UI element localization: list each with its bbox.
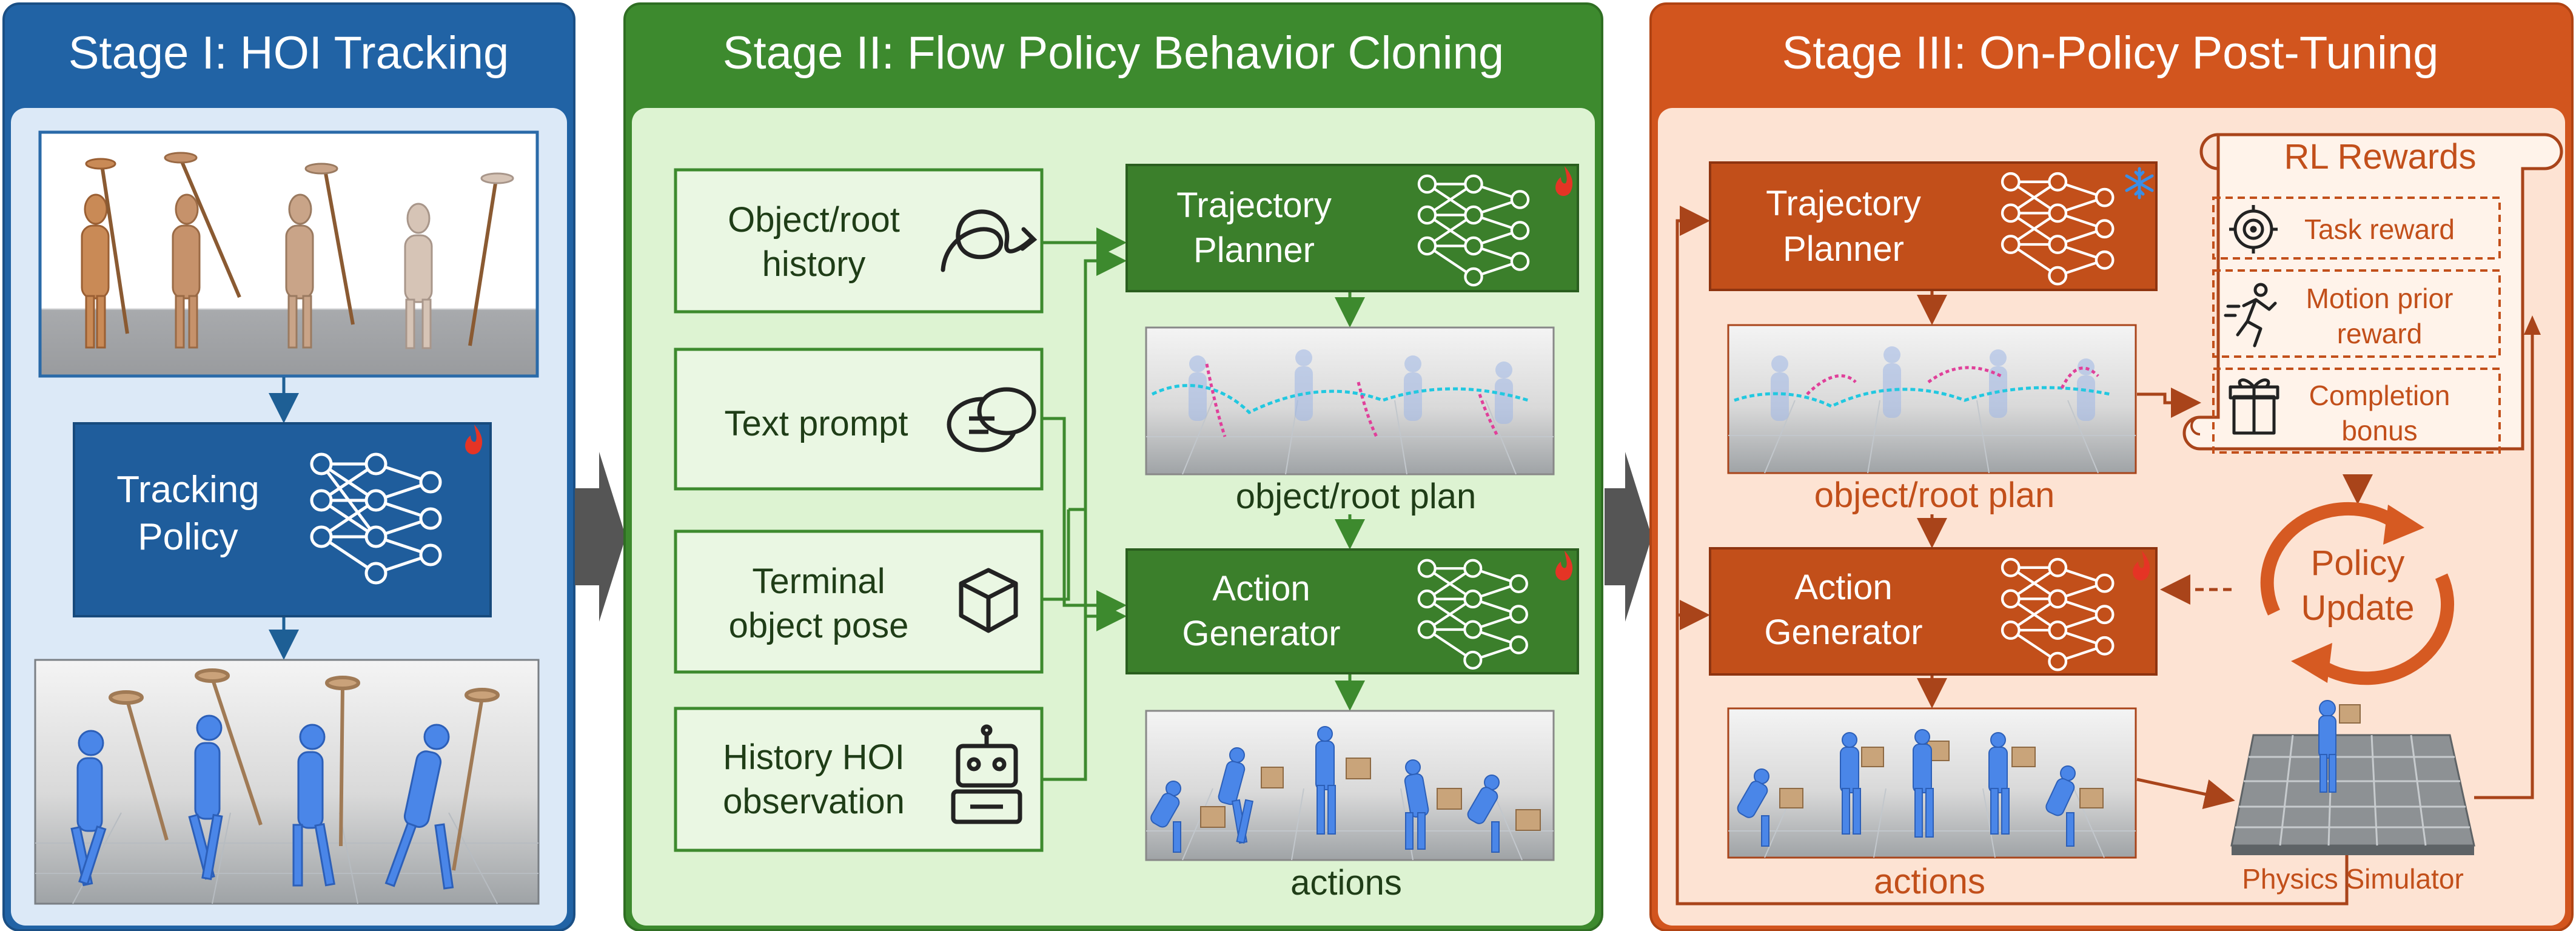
stage2-plan-image — [1145, 326, 1555, 476]
stage3-trajectory-planner-box: Trajectory Planner — [1709, 161, 2158, 291]
stage2-title: Stage II: Flow Policy Behavior Cloning — [723, 27, 1504, 79]
tracking-policy-label-1: Tracking — [116, 469, 259, 511]
tracking-output-image — [34, 659, 540, 905]
trajectory-loop-icon — [941, 209, 1038, 272]
reward-motion-prior: Motion prior reward — [2212, 269, 2501, 358]
chat-bubbles-icon — [947, 387, 1036, 452]
stage3-plan-image — [1727, 324, 2137, 474]
cube-icon — [959, 568, 1018, 633]
svg-text:Planner: Planner — [1783, 229, 1904, 269]
svg-text:Update: Update — [2301, 588, 2414, 628]
policy-update-cycle: Policy Update — [2260, 502, 2454, 685]
rl-rewards-scroll: RL Rewards Task reward Motion prior rewa… — [2182, 133, 2563, 454]
stage3-actions-caption: actions — [1874, 862, 1985, 901]
neural-network-icon — [1417, 174, 1530, 287]
svg-text:bonus: bonus — [2341, 415, 2417, 446]
input-history-hoi-observation: History HOI observation — [674, 707, 1044, 852]
tracking-policy-box: Tracking Policy — [73, 422, 492, 617]
svg-text:Generator: Generator — [1764, 613, 1922, 652]
svg-text:object pose: object pose — [729, 606, 909, 645]
neural-network-icon — [310, 452, 442, 585]
stage3-action-generator-box: Action Generator — [1709, 547, 2158, 676]
svg-text:Action: Action — [1794, 568, 1892, 607]
svg-text:Completion: Completion — [2309, 380, 2450, 411]
svg-text:History HOI: History HOI — [723, 738, 905, 777]
stage3-panel: Stage III: On-Policy Post-Tuning Traject… — [1649, 2, 2574, 931]
neural-network-icon — [2001, 172, 2115, 286]
svg-text:Planner: Planner — [1193, 230, 1315, 270]
svg-text:Object/root: Object/root — [728, 200, 900, 240]
stage3-plan-caption: object/root plan — [1814, 476, 2055, 515]
svg-text:reward: reward — [2337, 318, 2423, 349]
svg-text:observation: observation — [723, 782, 905, 821]
stage3-title: Stage III: On-Policy Post-Tuning — [1782, 27, 2439, 79]
svg-text:history: history — [762, 244, 866, 284]
reward-task: Task reward — [2212, 197, 2501, 260]
tracking-input-image — [38, 130, 539, 378]
stage1-panel: Stage I: HOI Tracking — [2, 2, 575, 931]
svg-text:Trajectory: Trajectory — [1766, 184, 1921, 223]
svg-text:Terminal: Terminal — [752, 562, 885, 601]
svg-text:Motion prior: Motion prior — [2306, 283, 2454, 314]
stage2-actions-caption: actions — [1290, 863, 1402, 902]
simulated-humanoid — [2318, 700, 2336, 793]
physics-simulator-label: Physics Simulator — [2242, 863, 2464, 895]
target-icon — [2229, 205, 2278, 254]
stage2-panel: Stage II: Flow Policy Behavior Cloning O… — [623, 2, 1603, 931]
svg-text:Generator: Generator — [1182, 614, 1340, 653]
running-person-icon — [2224, 283, 2277, 348]
stage2-actions-image — [1145, 710, 1555, 861]
stage2-plan-caption: object/root plan — [1236, 477, 1477, 516]
svg-text:Trajectory: Trajectory — [1176, 186, 1332, 225]
rl-rewards-title: RL Rewards — [2284, 137, 2477, 176]
svg-text:Text prompt: Text prompt — [725, 404, 908, 443]
input-object-root-history: Object/root history — [674, 168, 1044, 314]
input-text-prompt: Text prompt — [674, 348, 1044, 491]
stage1-title: Stage I: HOI Tracking — [69, 27, 509, 79]
snowflake-icon — [2125, 167, 2154, 200]
stage2-trajectory-planner-box: Trajectory Planner — [1125, 164, 1579, 292]
svg-text:Action: Action — [1212, 569, 1310, 608]
stage2-to-stage3-arrow — [1605, 452, 1652, 622]
robot-icon — [951, 724, 1022, 824]
svg-text:Task reward: Task reward — [2304, 213, 2455, 245]
stage1-to-stage2-arrow — [575, 452, 626, 622]
flame-icon — [465, 425, 483, 455]
stage2-action-generator-box: Action Generator — [1125, 548, 1579, 674]
flame-icon — [1555, 551, 1573, 581]
svg-text:Policy: Policy — [2311, 543, 2405, 583]
reward-completion-bonus: Completion bonus — [2212, 368, 2501, 454]
tracking-policy-label-2: Policy — [138, 516, 238, 558]
stage3-actions-image — [1727, 707, 2137, 859]
physics-simulator: Physics Simulator — [2230, 700, 2475, 895]
flame-icon — [2133, 551, 2150, 581]
gift-icon — [2229, 378, 2279, 435]
neural-network-icon — [1417, 559, 1528, 670]
flame-icon — [1555, 166, 1573, 197]
input-terminal-object-pose: Terminal object pose — [674, 529, 1044, 674]
neural-network-icon — [2001, 557, 2115, 671]
